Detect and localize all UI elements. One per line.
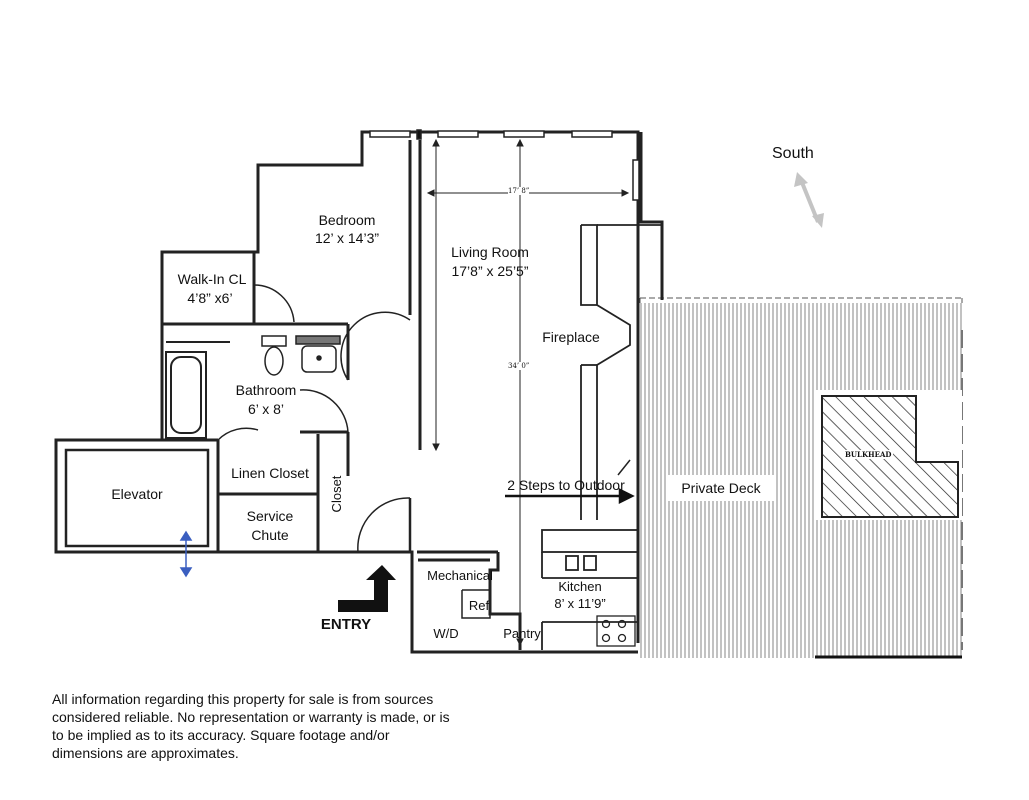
compass-arrow: [794, 172, 824, 228]
bedroom-name: Bedroom: [318, 212, 376, 228]
bathroom-dims: 6’ x 8’: [247, 401, 285, 417]
service-chute-label-2: Chute: [251, 527, 289, 543]
doors: [217, 284, 631, 553]
pantry-label: Pantry: [503, 626, 541, 641]
walls: [54, 130, 664, 654]
steps-arrow: [505, 487, 635, 505]
service-chute-label-1: Service: [246, 508, 294, 524]
windows: [369, 129, 640, 201]
walk-in-closet-name: Walk-In CL: [177, 271, 247, 287]
bathtub: [165, 351, 207, 439]
toilet-icon: [261, 335, 287, 376]
wd-label: W/D: [433, 626, 459, 641]
private-deck-label: Private Deck: [666, 475, 776, 501]
entry-label: ENTRY: [320, 616, 372, 633]
kitchen-dims: 8’ x 11’9”: [554, 596, 606, 611]
sink-icon: [295, 335, 341, 373]
bulkhead-label: BULKHEAD: [843, 450, 894, 459]
living-room-name: Living Room: [451, 244, 529, 260]
disclaimer: All information regarding this property …: [52, 690, 472, 762]
compass-label: South: [772, 145, 814, 162]
fireplace-label: Fireplace: [542, 329, 600, 345]
walk-in-closet-dims: 4’8” x6’: [187, 290, 233, 306]
kitchen-counters: [541, 529, 639, 650]
disclaimer-line-2: considered reliable. No representation o…: [52, 709, 450, 725]
elevator-arrow: [179, 530, 193, 578]
mechanical-label: Mechanical: [427, 568, 493, 583]
disclaimer-line-4: dimensions are approximates.: [52, 745, 239, 761]
steps-label: 2 Steps to Outdoor: [507, 477, 625, 493]
dimension-lines: [426, 138, 630, 647]
bathroom-name: Bathroom: [235, 382, 297, 398]
disclaimer-line-3: to be implied as to its accuracy. Square…: [52, 727, 390, 743]
living-room-dims: 17’8” x 25’5”: [451, 263, 529, 279]
kitchen-name: Kitchen: [558, 579, 602, 594]
stove-burners: [596, 615, 636, 647]
length-dimension-label: 34’ 0”: [508, 362, 530, 370]
fireplace-outline: [580, 224, 662, 520]
closet-label: Closet: [329, 475, 344, 513]
ref-label: Ref: [468, 598, 490, 613]
disclaimer-line-1: All information regarding this property …: [52, 691, 434, 707]
entry-arrow: [338, 565, 396, 612]
bedroom-dims: 12’ x 14’3”: [314, 230, 380, 246]
elevator-label: Elevator: [111, 486, 163, 502]
width-dimension-label: 17’ 8”: [508, 187, 530, 195]
ref-outline: [461, 589, 491, 619]
elevator-box: [64, 448, 210, 548]
linen-closet-label: Linen Closet: [231, 465, 309, 481]
